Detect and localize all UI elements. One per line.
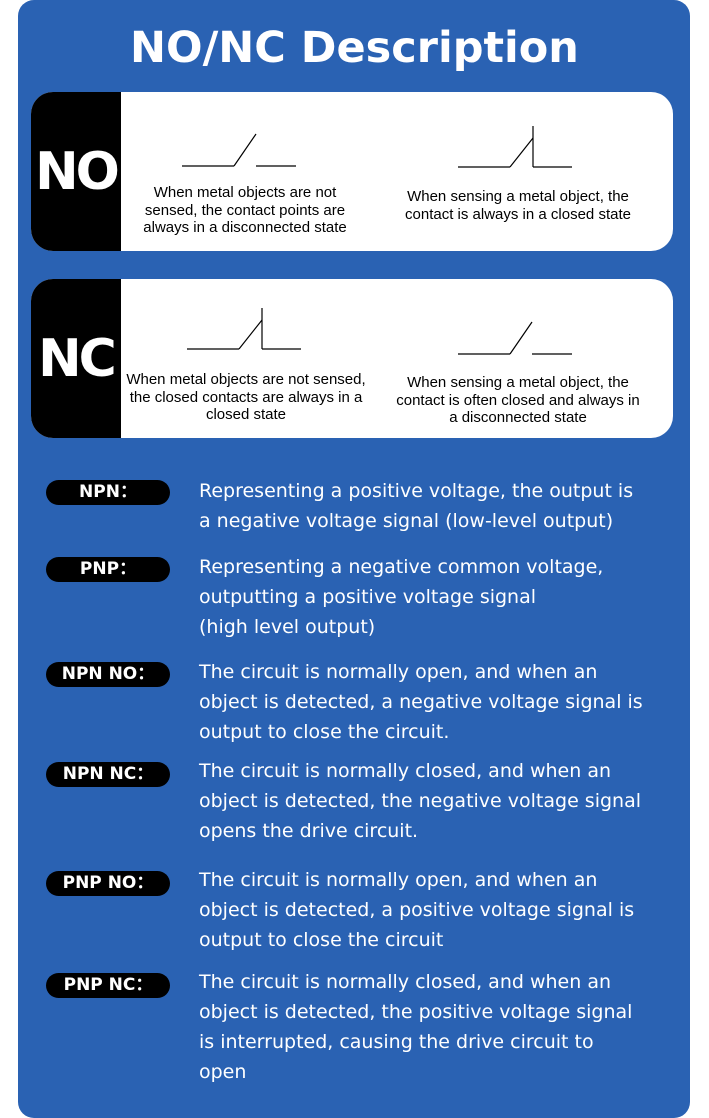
closed-contact-icon [187,306,303,352]
nc-tag: NC [31,279,121,438]
open-contact-icon [182,132,298,168]
label-badge: PNP： [46,557,170,582]
label-badge: NPN NO： [46,662,170,687]
no-closed-caption: When sensing a metal object, the contact… [405,188,631,223]
nc-card: NC [31,279,673,438]
label-badge: PNP NO： [46,871,170,896]
definition-text: The circuit is normally open, and when a… [199,661,643,743]
label-badge: PNP NC： [46,973,170,998]
no-open-caption: When metal objects are not sensed, the c… [143,184,347,236]
definition-text: Representing a negative common voltage, … [199,556,604,638]
no-tag: NO [31,92,121,251]
no-card: NO [31,92,673,251]
definition-text: The circuit is normally open, and when a… [199,869,635,951]
definition-text: The circuit is normally closed, and when… [199,760,642,842]
open-contact-icon [458,320,574,356]
definition-text: Representing a positive voltage, the out… [199,480,634,532]
nc-closed-caption: When metal objects are not sensed, the c… [126,371,366,423]
definition-text: The circuit is normally closed, and when… [199,971,633,1083]
label-badge: NPN NC： [46,762,170,787]
label-badge: NPN： [46,480,170,505]
page-title: NO/NC Description [130,23,579,73]
nc-open-caption: When sensing a metal object, the contact… [396,374,640,426]
closed-contact-icon [458,124,574,170]
